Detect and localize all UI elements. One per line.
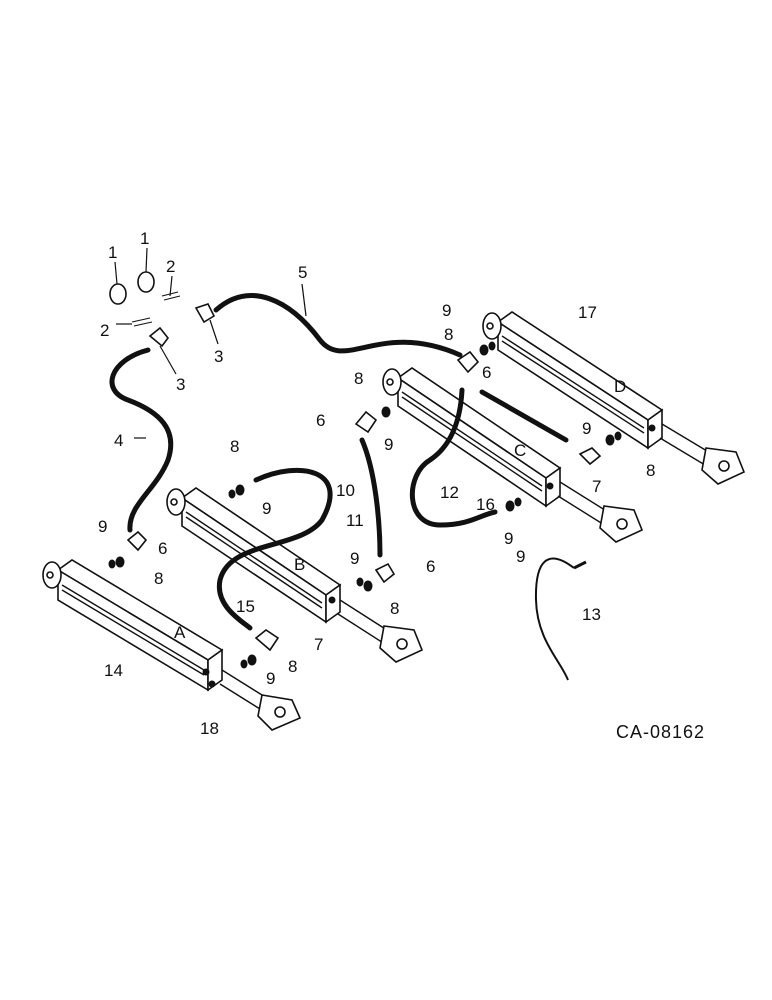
callout-14: 14 [104, 661, 123, 680]
callout-9: 9 [350, 549, 359, 568]
callout-11: 11 [346, 511, 364, 530]
callout-9: 9 [442, 301, 451, 320]
callout-9: 9 [98, 517, 107, 536]
cylinder-a [42, 559, 302, 731]
cylinder-c [382, 367, 644, 543]
callout-12: 12 [440, 483, 459, 502]
cylinder-letters: A B C D [174, 377, 626, 642]
callout-9: 9 [384, 435, 393, 454]
callout-9: 9 [582, 419, 591, 438]
callout-7: 7 [592, 477, 601, 496]
callout-3: 3 [176, 375, 185, 394]
callout-17: 17 [578, 303, 597, 322]
callout-10: 10 [336, 481, 355, 500]
callout-8: 8 [288, 657, 297, 676]
cylinder-b [166, 487, 424, 663]
leader-lines [114, 247, 307, 439]
callout-3: 3 [214, 347, 223, 366]
callout-8: 8 [230, 437, 239, 456]
callout-13: 13 [582, 605, 601, 624]
callout-8: 8 [154, 569, 163, 588]
callout-15: 15 [236, 597, 255, 616]
hose-11 [216, 467, 333, 631]
callout-6: 6 [158, 539, 167, 558]
callout-6: 6 [482, 363, 491, 382]
letter-b: B [294, 555, 305, 574]
callout-2: 2 [100, 321, 109, 340]
callouts: 1 1 2 2 3 3 4 5 6 6 6 6 7 7 7 8 8 8 8 8 … [98, 229, 655, 738]
callout-16: 16 [476, 495, 495, 514]
callout-1: 1 [108, 243, 117, 262]
hose-4 [109, 347, 174, 533]
callout-4: 4 [114, 431, 123, 450]
fittings [108, 271, 622, 669]
callout-9: 9 [504, 529, 513, 548]
callout-9: 9 [262, 499, 271, 518]
callout-18: 18 [200, 719, 219, 738]
drawing-code: CA-08162 [616, 722, 705, 742]
harness-13 [534, 557, 575, 681]
callout-2: 2 [166, 257, 175, 276]
cylinder-d [482, 311, 746, 485]
hose-12 [409, 387, 498, 528]
callout-9: 9 [516, 547, 525, 566]
callout-8: 8 [354, 369, 363, 388]
callout-9: 9 [266, 669, 275, 688]
callout-1: 1 [140, 229, 149, 248]
callout-8: 8 [390, 599, 399, 618]
letter-c: C [514, 441, 526, 460]
hoses [109, 293, 587, 681]
letter-a: A [174, 623, 186, 642]
callout-8: 8 [646, 461, 655, 480]
extra-callouts: 9 8 7 [504, 529, 513, 548]
callout-6: 6 [426, 557, 435, 576]
hose-5 [213, 293, 463, 358]
hose-10 [359, 437, 383, 558]
letter-d: D [614, 377, 626, 396]
hose-16-line [479, 389, 569, 443]
callout-5: 5 [298, 263, 307, 282]
callout-7: 7 [314, 635, 323, 654]
callout-8: 8 [444, 325, 453, 344]
callout-6: 6 [316, 411, 325, 430]
